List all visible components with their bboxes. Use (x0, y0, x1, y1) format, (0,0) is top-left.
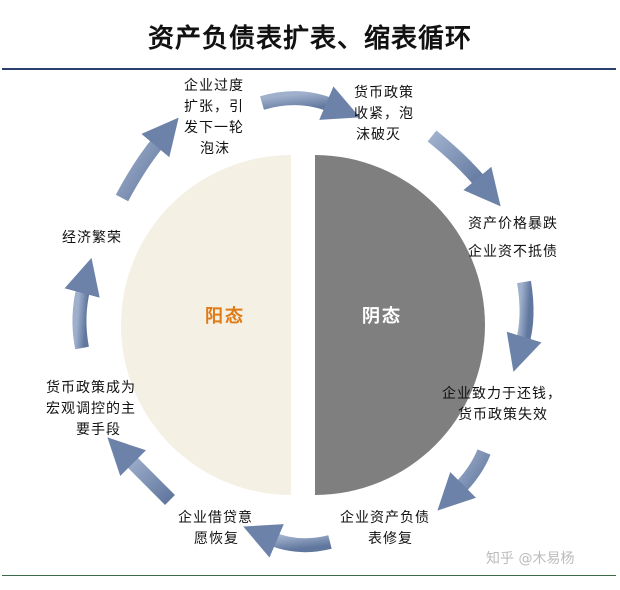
yin-half (315, 155, 485, 495)
yang-half (121, 155, 291, 495)
node-asset-crash: 资产价格暴跌 企业资不抵债 (468, 216, 558, 260)
arrow-top (260, 86, 360, 120)
arrow-bottom (243, 524, 332, 558)
arrow-bottom-left (107, 437, 175, 505)
top-divider (2, 68, 616, 70)
node-monetary-tightening: 货币政策 收紧，泡 沫破灭 (354, 85, 414, 143)
yin-label: 阴态 (362, 306, 402, 327)
source-watermark: 知乎 @木易杨 (486, 551, 575, 567)
yang-label: 阳态 (205, 306, 245, 327)
bottom-divider (2, 575, 616, 576)
diagram-title: 资产负债表扩表、缩表循环 (147, 24, 472, 54)
node-monetary-policy-main: 货币政策成为 宏观调控的主 要手段 (46, 380, 136, 438)
arrow-left (64, 257, 100, 350)
node-debt-repayment: 企业致力于还钱， 货币政策失效 (442, 386, 562, 423)
arrow-top-left (115, 117, 179, 202)
node-overexpansion: 企业过度 扩张，引 发下一轮 泡沫 (184, 78, 244, 157)
arrow-right (506, 280, 542, 372)
node-borrowing-recovery: 企业借贷意 愿恢复 (178, 510, 253, 547)
arrow-top-right (427, 130, 501, 207)
node-balance-sheet-repair: 企业资产负债 表修复 (340, 510, 430, 547)
node-economic-boom: 经济繁荣 (62, 230, 122, 246)
arrow-bottom-right (437, 449, 491, 511)
